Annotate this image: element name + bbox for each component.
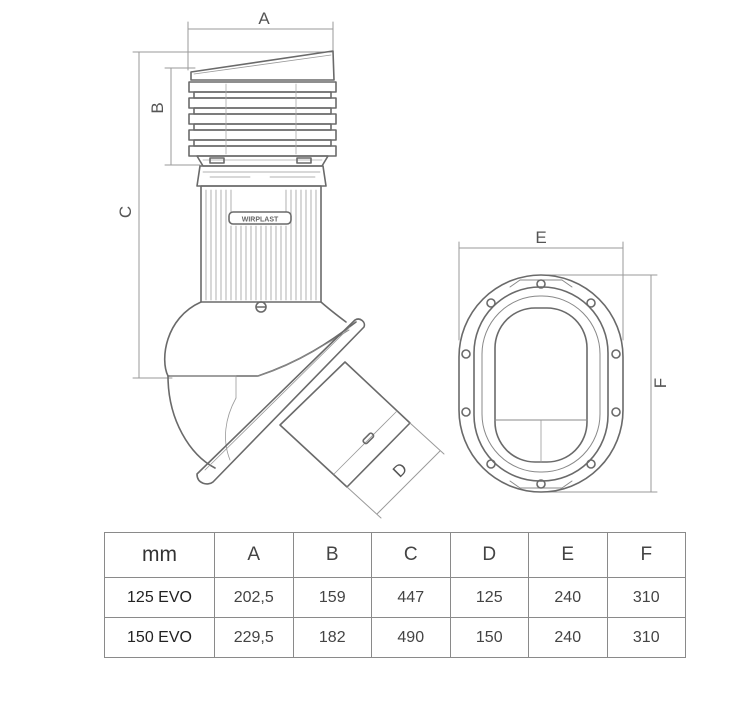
- brand-plate: [228, 211, 292, 225]
- dimension-c: [132, 51, 334, 379]
- column-header-a: A: [214, 532, 294, 578]
- dimension-b: [164, 67, 201, 166]
- unit-header: mm: [104, 532, 215, 578]
- flange-ring: [473, 286, 609, 482]
- screw-hole-icon: [486, 298, 496, 308]
- flange-outer: [458, 274, 624, 493]
- screw-hole-icon: [461, 407, 471, 417]
- top-view: [458, 241, 658, 493]
- screw-hole-icon: [611, 407, 621, 417]
- column-header-c: C: [371, 532, 451, 578]
- screw-hole-icon: [486, 459, 496, 469]
- screw-hole-icon: [611, 349, 621, 359]
- dimension-e: [458, 241, 624, 341]
- body-screw-icon: [255, 301, 267, 313]
- table-cell: 240: [528, 577, 608, 618]
- table-cell: 310: [606, 577, 686, 618]
- technical-drawing: WIRPLAST A B C D E F: [116, 9, 670, 519]
- table-cell: 240: [528, 617, 608, 658]
- table-cell: 447: [371, 577, 451, 618]
- brand-label: WIRPLAST: [242, 217, 279, 224]
- column-header-d: D: [449, 532, 529, 578]
- dimensions-table: mm A B C D E F 125 EVO 202,5 159 447 125…: [104, 532, 686, 658]
- screw-holes: [461, 279, 621, 489]
- screw-hole-icon: [586, 298, 596, 308]
- vent-body: [200, 185, 322, 303]
- table-cell: 310: [606, 617, 686, 658]
- table-cell: 229,5: [214, 617, 294, 658]
- column-header-b: B: [292, 532, 372, 578]
- dimension-f: [539, 274, 658, 493]
- screw-hole-icon: [461, 349, 471, 359]
- model-cell: 125 EVO: [104, 577, 215, 618]
- table-header-row: mm A B C D E F: [104, 532, 686, 578]
- side-view: [132, 21, 445, 519]
- screw-hole-icon: [586, 459, 596, 469]
- dimension-c-label: C: [116, 206, 135, 218]
- dimension-a: [187, 21, 334, 71]
- table-cell: 159: [292, 577, 372, 618]
- dimension-a-label: A: [258, 9, 270, 28]
- vent-elbow: [163, 301, 357, 469]
- column-header-e: E: [528, 532, 608, 578]
- vent-collar: [196, 165, 327, 187]
- table-row: 125 EVO 202,5 159 447 125 240 310: [104, 577, 686, 618]
- vent-cap: [188, 50, 337, 167]
- screw-hole-icon: [536, 279, 546, 289]
- dimension-d: [346, 422, 445, 519]
- dimension-b-label: B: [148, 102, 167, 113]
- table-row: 150 EVO 229,5 182 490 150 240 310: [104, 617, 686, 658]
- table-cell: 150: [449, 617, 529, 658]
- screw-hole-icon: [536, 479, 546, 489]
- dimension-f-label: F: [651, 378, 670, 388]
- table-cell: 125: [449, 577, 529, 618]
- table-cell: 182: [292, 617, 372, 658]
- table-cell: 490: [371, 617, 451, 658]
- flange-inner-ring: [481, 295, 601, 473]
- table-cell: 202,5: [214, 577, 294, 618]
- dimension-e-label: E: [535, 228, 546, 247]
- model-cell: 150 EVO: [104, 617, 215, 658]
- column-header-f: F: [606, 532, 686, 578]
- dimension-d-label: D: [389, 459, 411, 481]
- roof-flange: [196, 318, 366, 485]
